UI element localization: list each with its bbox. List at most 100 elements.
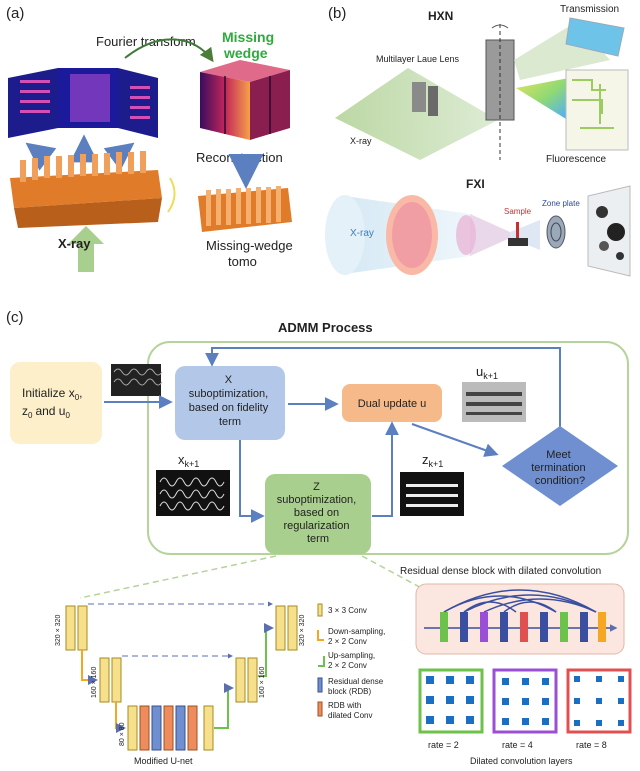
legend-swatch-rdb: [317, 677, 323, 693]
legend-swatch-up: [318, 656, 325, 667]
rdb-diagram: [415, 583, 625, 655]
unet-caption: Modified U-net: [134, 756, 193, 766]
dual-update-text: Dual update u: [358, 398, 427, 410]
missing-wedge-tomo-label: Missing-wedge: [206, 238, 293, 253]
u-thumbnail-pattern: [466, 392, 522, 415]
z-subopt-line-3: based on: [294, 507, 339, 519]
xray-label-fxi: X-ray: [350, 228, 374, 239]
svg-text:Meet termination: Meet termination condition?: [531, 449, 588, 487]
init-comma: ,: [79, 386, 82, 400]
projection-arrow-left: [25, 142, 57, 171]
z-sub: k+1: [429, 459, 444, 469]
legend-swatch-down: [317, 630, 324, 641]
rdb-skip-arcs: [443, 589, 597, 613]
down-arrow-2: [115, 702, 126, 733]
termination-diamond: Meet termination condition?: [502, 426, 618, 506]
legend-rdbd-2: dilated Conv: [328, 711, 372, 720]
mll-label: Multilayer Laue Lens: [376, 54, 460, 64]
panel-a-label: (a): [6, 5, 24, 22]
rate-4-label: rate = 4: [502, 740, 533, 750]
z-subopt-line-2: suboptimization,: [277, 494, 357, 506]
z-letter: z: [422, 452, 429, 467]
fxi-image: [587, 185, 631, 277]
zone-plate: [546, 215, 566, 249]
fxi-ring: [386, 195, 476, 275]
init-z-text: z: [22, 404, 28, 418]
legend-up-2: 2 × 2 Conv: [328, 661, 367, 670]
x-thumbnail-pattern: [159, 477, 225, 511]
panel-c-label: (c): [6, 309, 24, 326]
dim-label-5: 320 × 320: [299, 615, 306, 646]
wedge-label: wedge: [223, 45, 268, 61]
x-subopt-line-3: based on fidelity: [189, 402, 269, 414]
legend-down-2: 2 × 2 Conv: [328, 637, 367, 646]
meet-line-2: termination: [531, 462, 585, 474]
down-arrow-1: [81, 650, 98, 685]
panel-a: (a) Fourier transform: [6, 5, 293, 272]
init-z-sub: 0: [28, 411, 33, 420]
transmission-label: Transmission: [560, 4, 619, 15]
reconstruction-label: Reconstruction: [196, 150, 283, 165]
legend-up-1: Up-sampling,: [328, 651, 375, 660]
tomo-label: tomo: [228, 254, 257, 269]
unet-diagram: 320 × 320 160 × 160 80 × 80 160 × 160 32…: [55, 601, 306, 766]
z-thumbnail-pattern: [406, 484, 458, 507]
rdb-title: Residual dense block with dilated convol…: [400, 566, 601, 577]
missing-label: Missing: [222, 29, 274, 45]
u-sub: k+1: [483, 371, 498, 381]
dim-label-4: 160 × 160: [259, 667, 266, 698]
hxn-beam: [335, 68, 498, 160]
admm-title: ADMM Process: [278, 320, 373, 335]
fluorescence-label: Fluorescence: [546, 154, 606, 165]
dim-label-1: 320 × 320: [55, 615, 62, 646]
transmission-image: [565, 17, 625, 57]
up-arrow-1: [214, 683, 234, 729]
legend-swatch-conv: [317, 603, 323, 617]
feedback-arrow: [205, 347, 561, 430]
dilated-caption: Dilated convolution layers: [470, 756, 573, 766]
zone-plate-label: Zone plate: [542, 199, 580, 208]
legend-down-1: Down-sampling,: [328, 627, 385, 636]
svg-text:Initialize x0,: Initialize x0,: [22, 386, 82, 402]
up-arrow-2: [258, 623, 274, 677]
rotation-arc: [167, 177, 176, 213]
dim-label-2: 160 × 160: [91, 667, 98, 698]
xray-label-a: X-ray: [58, 236, 91, 251]
unet-legend: 3 × 3 Conv Down-sampling, 2 × 2 Conv Up-…: [317, 603, 385, 720]
fourier-arrow: [124, 38, 214, 63]
init-x-sub: 0: [75, 393, 80, 402]
u-label: uk+1: [476, 364, 498, 381]
z-subopt-line-4: regularization: [283, 520, 349, 532]
z-label: zk+1: [422, 452, 443, 469]
z-subopt-box: Z suboptimization, based on regularizati…: [265, 474, 371, 554]
dilated-grid-rate8: [566, 668, 632, 734]
legend-rdbd-1: RDB with: [328, 701, 361, 710]
panel-b: (b) HXN Transmission Multilayer Laue Len…: [325, 4, 631, 277]
init-u-sub: 0: [65, 411, 70, 420]
dual-to-meet-arrow: [411, 423, 499, 457]
meet-line-3: condition?: [535, 475, 585, 487]
z-subopt-line-5: term: [307, 533, 329, 545]
reconstructed-volume: [198, 186, 292, 232]
unet-blocks: [65, 605, 298, 751]
sample-label: Sample: [504, 207, 532, 216]
x-subopt-line-1: X: [225, 374, 233, 386]
hxn-sample: [485, 24, 515, 160]
x-sub: k+1: [185, 459, 200, 469]
xray-arrow-a: [68, 226, 104, 272]
rate-8-label: rate = 8: [576, 740, 607, 750]
fluorescence-map: [565, 69, 629, 151]
legend-rdb-1: Residual dense: [328, 677, 384, 686]
svg-text:Z suboptimization,: Z suboptimization, based on regularizati…: [277, 481, 360, 545]
x-label: xk+1: [178, 452, 199, 469]
hxn-label: HXN: [428, 9, 453, 23]
meet-line-1: Meet: [546, 449, 570, 461]
dilated-grid-rate2: [418, 668, 484, 734]
dual-update-box: Dual update u: [342, 384, 442, 422]
zoom-line-left: [79, 555, 277, 599]
x-subopt-line-4: term: [219, 416, 241, 428]
x-to-z-arrow: [239, 440, 265, 523]
